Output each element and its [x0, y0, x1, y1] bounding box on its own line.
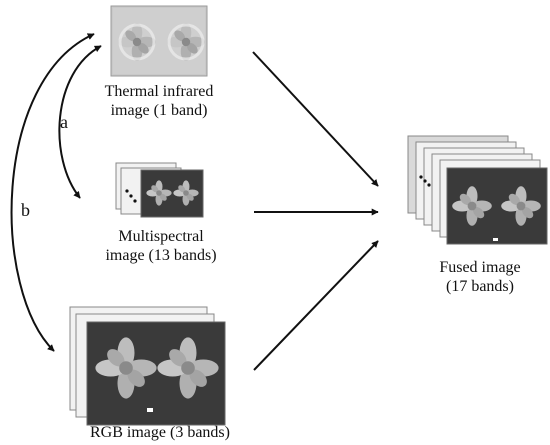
- link-arrow-b: [10, 33, 95, 352]
- thermal-caption-line1: Thermal infrared: [104, 83, 214, 100]
- arrow-rgb-to-fused: [253, 240, 379, 371]
- multispectral-caption: Multispectral image (13 bands): [75, 227, 247, 265]
- arrow-thermal-to-fused: [252, 51, 379, 187]
- link-label-a: a: [60, 112, 68, 132]
- thermal-caption: Thermal infrared image (1 band): [73, 82, 245, 120]
- multispectral-caption-line1: Multispectral: [118, 228, 204, 245]
- fused-caption: Fused image (17 bands): [410, 258, 550, 296]
- rgb-caption-line1: RGB image (3 bands): [90, 424, 230, 441]
- link-label-b: b: [21, 200, 30, 220]
- thermal-caption-line2: image (1 band): [110, 102, 208, 119]
- fused-caption-line1: Fused image: [439, 259, 521, 276]
- fused-caption-line2: (17 bands): [446, 278, 514, 295]
- rgb-caption: RGB image (3 bands): [60, 423, 260, 442]
- rgb-image: [69, 306, 226, 426]
- fused-image: [407, 135, 548, 245]
- multispectral-caption-line2: image (13 bands): [105, 247, 217, 264]
- multispectral-image: [115, 162, 204, 218]
- thermal-image: [110, 5, 208, 77]
